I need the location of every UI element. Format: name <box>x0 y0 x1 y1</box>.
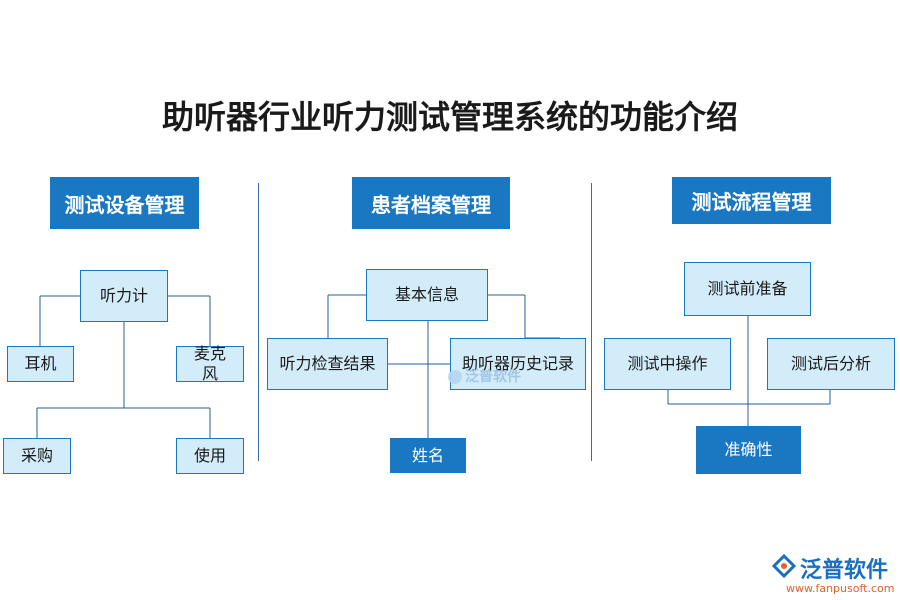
section-divider-2 <box>591 183 592 461</box>
node-audiometer: 听力计 <box>80 270 168 322</box>
watermark-text: 泛普软件 <box>465 369 521 385</box>
watermark: 泛普软件 <box>448 366 521 386</box>
node-aid-history: 助听器历史记录 <box>450 338 586 390</box>
node-exam-results: 听力检查结果 <box>267 338 388 390</box>
node-purchase: 采购 <box>3 438 71 474</box>
node-basic-info: 基本信息 <box>366 269 488 321</box>
section-header-patient: 患者档案管理 <box>352 177 510 229</box>
section-header-process: 测试流程管理 <box>672 177 831 224</box>
section-header-equipment: 测试设备管理 <box>50 177 199 229</box>
node-earphone: 耳机 <box>7 346 74 382</box>
node-usage: 使用 <box>176 438 244 474</box>
section-divider-1 <box>258 183 259 461</box>
diagram-title: 助听器行业听力测试管理系统的功能介绍 <box>161 98 738 136</box>
node-post-test: 测试后分析 <box>767 338 895 390</box>
brand-name: 泛普软件 <box>800 558 889 583</box>
node-in-test: 测试中操作 <box>604 338 731 390</box>
brand-url: www.fanpusoft.com <box>786 582 895 595</box>
node-name: 姓名 <box>390 438 466 473</box>
node-pre-test: 测试前准备 <box>684 262 811 316</box>
watermark-logo-icon <box>448 370 462 384</box>
brand-icon <box>772 554 796 578</box>
brand-logo: 泛普软件 www.fanpusoft.com <box>772 552 898 600</box>
node-accuracy: 准确性 <box>696 426 801 474</box>
node-microphone: 麦克风 <box>176 344 244 383</box>
